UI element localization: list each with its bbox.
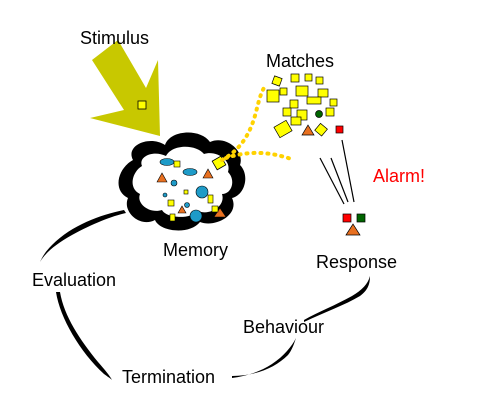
memory-blob-inner [132, 146, 233, 217]
behaviour-label: Behaviour [243, 317, 324, 337]
stimulus-square [137, 100, 147, 110]
evaluation-label: Evaluation [32, 270, 116, 290]
alarm-label: Alarm! [373, 166, 425, 186]
dotted-line-right [224, 150, 296, 162]
alarm-lines [319, 139, 355, 205]
stimulus-label: Stimulus [80, 28, 149, 48]
dotted-line-up [220, 83, 268, 162]
response-label: Response [316, 252, 397, 272]
matches-cluster [266, 73, 344, 139]
cycle-evaluation-to-termination [56, 292, 112, 380]
cycle-termination-to-behaviour [232, 338, 296, 378]
matches-label: Matches [266, 51, 334, 71]
termination-label: Termination [122, 367, 215, 387]
cycle-behaviour-to-response [304, 276, 370, 322]
memory-label: Memory [163, 240, 228, 260]
stimulus-arrow [90, 40, 160, 136]
cycle-memory-to-evaluation [40, 210, 126, 262]
memory-contents [156, 158, 227, 223]
response-items [342, 213, 366, 236]
